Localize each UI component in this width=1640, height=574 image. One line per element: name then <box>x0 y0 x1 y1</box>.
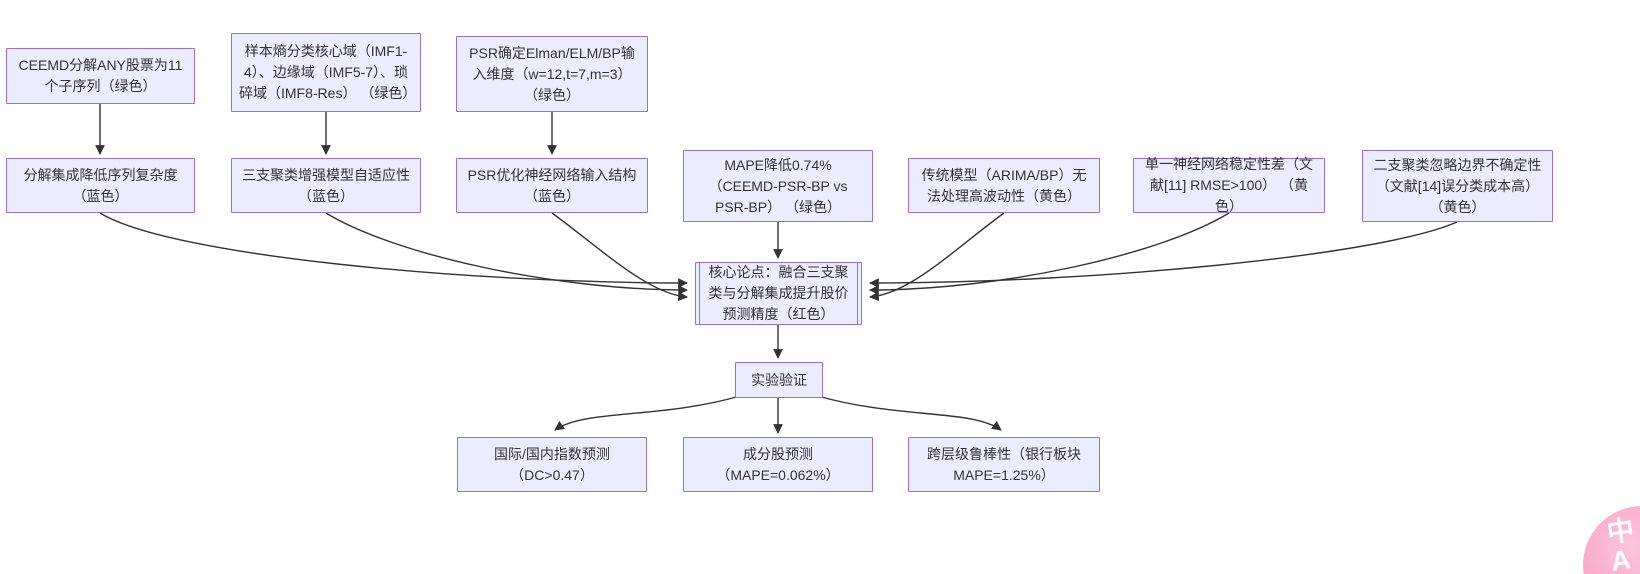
node-label: CEEMD分解ANY股票为11个子序列（绿色） <box>18 57 183 94</box>
node-experiment: 实验验证 <box>735 362 823 398</box>
node-label: 实验验证 <box>751 371 807 388</box>
edge-decomp-core <box>99 212 688 288</box>
edge-single-nn-core <box>869 212 1230 295</box>
node-psr-input: PSR确定Elman/ELM/BP输入维度（w=12,t=7,m=3） （绿色） <box>456 36 648 112</box>
edge-experiment-robustness <box>817 395 1002 431</box>
node-single-nn: 单一神经网络稳定性差（文献[11] RMSE>100） （黄色） <box>1133 156 1325 214</box>
node-label: 样本熵分类核心域（IMF1-4）、边缘域（IMF5-7）、琐碎域（IMF8-Re… <box>239 43 417 101</box>
node-three-way: 三支聚类增强模型自适应性（蓝色） <box>231 158 421 213</box>
node-label: 国际/国内指数预测（DC>0.47） <box>494 445 610 483</box>
node-mape: MAPE降低0.74%（CEEMD-PSR-BP vs PSR-BP） （绿色） <box>683 150 873 222</box>
node-label: 分解集成降低序列复杂度（蓝色） <box>23 166 178 204</box>
node-sample-entropy: 样本熵分类核心域（IMF1-4）、边缘域（IMF5-7）、琐碎域（IMF8-Re… <box>231 33 421 112</box>
node-label: 单一神经网络稳定性差（文献[11] RMSE>100） （黄色） <box>1145 156 1313 214</box>
node-traditional: 传统模型（ARIMA/BP）无法处理高波动性（黄色） <box>908 158 1100 213</box>
node-two-way: 二支聚类忽略边界不确定性（文献[14]误分类成本高） （黄色） <box>1362 150 1553 222</box>
node-psr-opt: PSR优化神经网络输入结构（蓝色） <box>456 158 648 213</box>
translate-badge-icon: 中A <box>1605 514 1636 574</box>
node-ceemd: CEEMD分解ANY股票为11个子序列（绿色） <box>6 48 195 104</box>
node-label: PSR优化神经网络输入结构（蓝色） <box>467 166 637 204</box>
node-label: 三支聚类增强模型自适应性（蓝色） <box>242 166 410 204</box>
node-stock-pred: 成分股预测（MAPE=0.062%） <box>683 437 873 492</box>
edge-psr-opt-core <box>551 212 688 302</box>
node-decomp: 分解集成降低序列复杂度（蓝色） <box>6 158 195 213</box>
node-label: 核心论点：融合三支聚类与分解集成提升股价预测精度（红色） <box>708 264 849 322</box>
edge-two-way-core <box>869 221 1458 288</box>
node-label: 成分股预测（MAPE=0.062%） <box>716 445 840 483</box>
node-label: PSR确定Elman/ELM/BP输入维度（w=12,t=7,m=3） （绿色） <box>469 44 635 103</box>
edge-three-way-core <box>325 212 688 295</box>
edge-traditional-core <box>869 212 1005 302</box>
node-label: 传统模型（ARIMA/BP）无法处理高波动性（黄色） <box>921 166 1087 204</box>
node-label: MAPE降低0.74%（CEEMD-PSR-BP vs PSR-BP） （绿色） <box>708 156 848 215</box>
edge-experiment-index-pred <box>554 395 741 431</box>
node-core-thesis: 核心论点：融合三支聚类与分解集成提升股价预测精度（红色） <box>695 262 862 325</box>
node-label: 跨层级鲁棒性（银行板块 MAPE=1.25%） <box>927 445 1081 483</box>
node-index-pred: 国际/国内指数预测（DC>0.47） <box>457 437 647 492</box>
node-robustness: 跨层级鲁棒性（银行板块 MAPE=1.25%） <box>908 437 1100 492</box>
node-label: 二支聚类忽略边界不确定性（文献[14]误分类成本高） （黄色） <box>1373 156 1542 215</box>
